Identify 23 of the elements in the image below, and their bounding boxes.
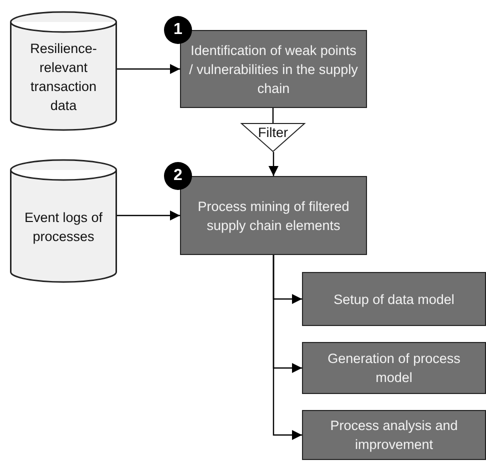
arrow xyxy=(272,255,302,440)
arrow xyxy=(117,64,180,74)
node-text: Identification of weak points / vulnerabilities in the supply chain xyxy=(188,42,359,98)
connector-line xyxy=(272,108,274,123)
arrow xyxy=(268,152,278,176)
node-text: Event logs of processes xyxy=(23,209,104,246)
node-text: Process mining of filtered supply chain elements xyxy=(196,198,350,234)
process-box xyxy=(302,342,486,394)
node-text: Resilience-relevant transaction data xyxy=(29,40,98,115)
process-box xyxy=(180,176,367,255)
arrow xyxy=(117,210,180,220)
process-box xyxy=(302,272,486,326)
step-number: 2 xyxy=(164,162,192,190)
step-number: 1 xyxy=(164,16,192,44)
process-box xyxy=(302,410,486,460)
process-box xyxy=(180,30,367,108)
node-text: Setup of data model xyxy=(334,290,454,308)
database-cylinder xyxy=(10,12,117,130)
node-text: Filter xyxy=(258,124,288,142)
node-text: Generation of process model xyxy=(326,350,462,387)
filter-triangle xyxy=(241,123,305,152)
node-text: Process analysis and improvement xyxy=(329,417,459,454)
database-cylinder xyxy=(10,160,117,282)
